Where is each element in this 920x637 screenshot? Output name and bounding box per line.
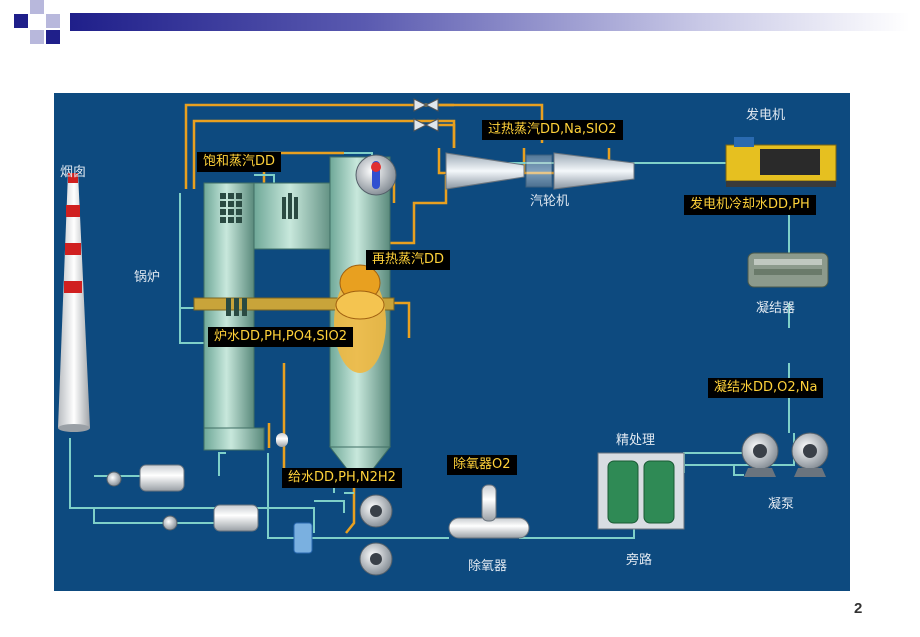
power-plant-diagram: 过热蒸汽DD,Na,SIO2 饱和蒸汽DD 发电机冷却水DD,PH 再热蒸汽DD…	[54, 93, 850, 591]
top-valves	[413, 98, 439, 132]
page-number: 2	[854, 600, 863, 617]
label-superheated-steam: 过热蒸汽DD,Na,SIO2	[482, 120, 623, 140]
steam-drum-graphic	[355, 154, 397, 196]
caption-generator: 发电机	[746, 108, 786, 123]
header-square-5	[46, 30, 60, 44]
caption-chimney: 烟囱	[60, 165, 87, 180]
caption-turbine: 汽轮机	[530, 194, 570, 209]
deaerator-graphic	[448, 484, 530, 539]
chemical-dosing-graphic	[106, 433, 288, 532]
label-deaerator-o2: 除氧器O2	[447, 455, 517, 475]
header-square-4	[30, 30, 44, 44]
header-square-1	[14, 14, 28, 28]
turbine-graphic	[445, 152, 635, 190]
label-reheat-steam: 再热蒸汽DD	[366, 250, 451, 270]
boiler-graphic	[193, 156, 395, 479]
header-square-3	[46, 14, 60, 28]
label-boiler-water: 炉水DD,PH,PO4,SIO2	[208, 327, 353, 347]
caption-deaerator: 除氧器	[468, 559, 508, 574]
label-generator-cooling: 发电机冷却水DD,PH	[684, 195, 816, 215]
condenser-graphic	[747, 252, 829, 288]
caption-bypass: 旁路	[626, 553, 653, 568]
caption-boiler: 锅炉	[134, 270, 161, 285]
caption-polishing: 精处理	[616, 433, 656, 448]
label-saturated-steam: 饱和蒸汽DD	[197, 152, 282, 172]
label-feedwater: 给水DD,PH,N2H2	[282, 468, 402, 488]
label-condensate: 凝结水DD,O2,Na	[708, 378, 824, 398]
caption-condenser: 凝结器	[756, 301, 796, 316]
caption-condensate-pump: 凝泵	[768, 497, 795, 512]
generator-graphic	[725, 137, 837, 187]
polishing-unit-graphic	[597, 452, 685, 530]
header-bar	[70, 13, 910, 31]
diagram-graphics	[58, 98, 837, 576]
header-square-2	[30, 0, 44, 14]
condensate-pumps-graphic	[741, 432, 829, 477]
feed-pumps-graphic	[293, 494, 393, 576]
chimney-graphic	[58, 173, 90, 432]
